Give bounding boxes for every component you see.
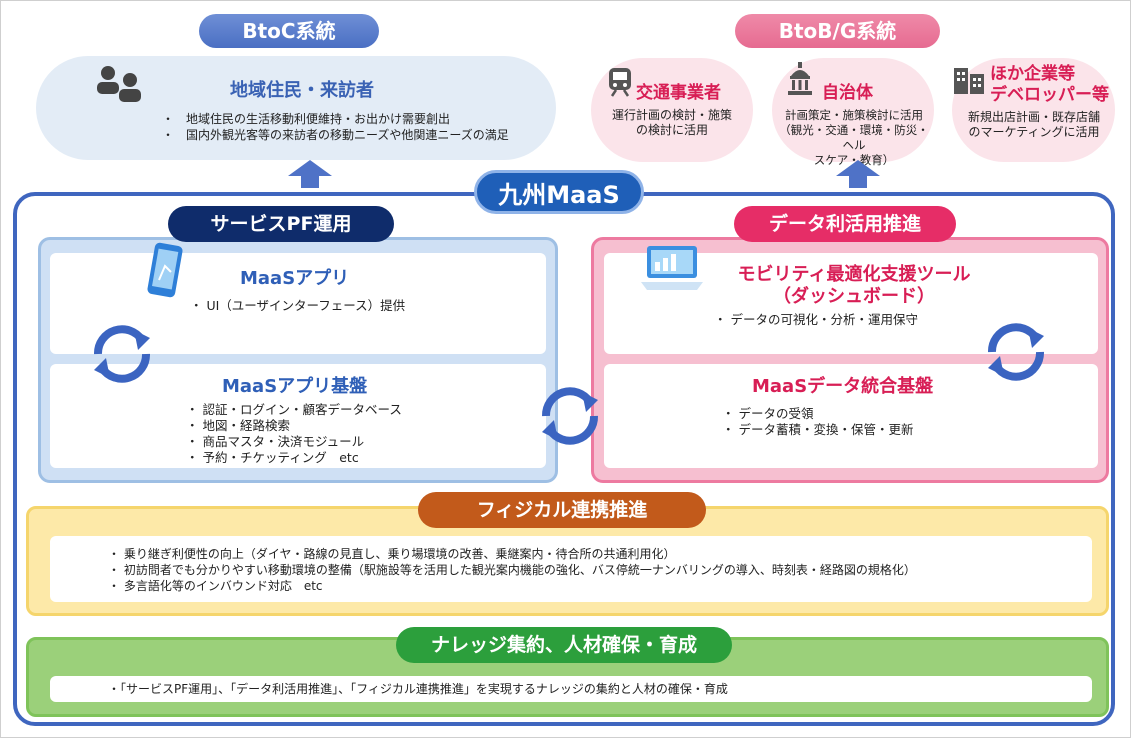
knowledge-label: ナレッジ集約、人材確保・育成 [396,627,732,663]
list-item: ・ 国内外観光客等の来訪者の移動ニーズや他関連ニーズの満足 [162,128,509,142]
list-item: ・「サービスPF運用」、「データ利活用推進」、「フィジカル連携推進」を実現するナ… [108,682,728,696]
list-item: ・ データ蓄積・変換・保管・更新 [722,422,914,437]
mobility-tool-title: モビリティ最適化支援ツール （ダッシュボード） [737,264,971,307]
kyushu-maas-title: 九州MaaS [474,170,644,214]
municipality-desc: 計画策定・施策検討に活用 （観光・交通・環境・防災・ヘル スケア・教育） [779,108,929,167]
physical-card [50,536,1092,602]
list-item: ・ 多言語化等のインバウンド対応 etc [108,579,323,593]
maas-app-base-list: ・ 認証・ログイン・顧客データベース ・ 地図・経路検索 ・ 商品マスタ・決済モ… [186,402,402,466]
btoc-box [36,56,556,160]
btoc-label: BtoC系統 [199,14,379,48]
list-item: ・ 商品マスタ・決済モジュール [186,434,365,449]
list-item: ・ 地域住民の生活移動利便維持・お出かけ需要創出 [162,112,451,126]
list-item: ・ UI（ユーザインターフェース）提供 [190,298,406,313]
companies-title: ほか企業等 デベロッパー等 [990,64,1109,105]
maas-data-base-card [604,364,1098,468]
companies-desc: 新規出店計画・既存店舗 のマーケティングに活用 [967,110,1100,139]
knowledge-card [50,676,1092,702]
maas-app-title: MaaSアプリ [240,268,350,289]
physical-list: ・ 乗り継ぎ利便性の向上（ダイヤ・路線の見直し、乗り場環境の改善、乗継案内・待合… [108,546,916,594]
municipality-title: 自治体 [822,83,873,103]
knowledge-list: ・「サービスPF運用」、「データ利活用推進」、「フィジカル連携推進」を実現するナ… [108,681,728,697]
physical-label: フィジカル連携推進 [418,492,706,528]
btob-label: BtoB/G系統 [735,14,940,48]
data-utilization-label: データ利活用推進 [734,206,956,242]
smartphone-icon [145,242,185,304]
cycle-arrows-icon [532,378,608,458]
btoc-list: ・ 地域住民の生活移動利便維持・お出かけ需要創出 ・ 国内外観光客等の来訪者の移… [162,111,509,143]
list-item: ・ 初訪問者でも分かりやすい移動環境の整備（駅施設等を活用した観光案内機能の強化… [108,563,916,577]
arrow-up-left [288,160,332,188]
government-building-icon [786,62,814,100]
maas-app-base-card [50,364,546,468]
transport-operator-desc: 運行計画の検討・施策 の検討に活用 [611,108,732,137]
cycle-arrows-icon [84,316,160,396]
list-item: ・ 認証・ログイン・顧客データベース [186,402,402,417]
dashboard-monitor-icon [637,242,707,298]
maas-app-base-title: MaaSアプリ基盤 [222,376,368,397]
btoc-title: 地域住民・来訪者 [230,80,374,101]
maas-app-list: ・ UI（ユーザインターフェース）提供 [190,298,405,314]
office-building-icon [952,64,986,100]
list-item: ・ 予約・チケッティング etc [186,450,359,465]
maas-data-base-list: ・ データの受領 ・ データ蓄積・変換・保管・更新 [722,406,913,438]
arrow-up-right [836,160,880,188]
maas-data-base-title: MaaSデータ統合基盤 [752,376,934,397]
service-pf-label: サービスPF運用 [168,206,394,242]
list-item: ・ データの可視化・分析・運用保守 [714,312,918,327]
list-item: ・ データの受領 [722,406,814,421]
transport-operator-title: 交通事業者 [636,83,721,103]
mobility-tool-list: ・ データの可視化・分析・運用保守 [714,312,918,328]
cycle-arrows-icon [978,314,1054,394]
maas-app-card [50,253,546,354]
train-icon [606,66,634,102]
list-item: ・ 地図・経路検索 [186,418,290,433]
list-item: ・ 乗り継ぎ利便性の向上（ダイヤ・路線の見直し、乗り場環境の改善、乗継案内・待合… [108,547,676,561]
people-icon [94,64,146,108]
